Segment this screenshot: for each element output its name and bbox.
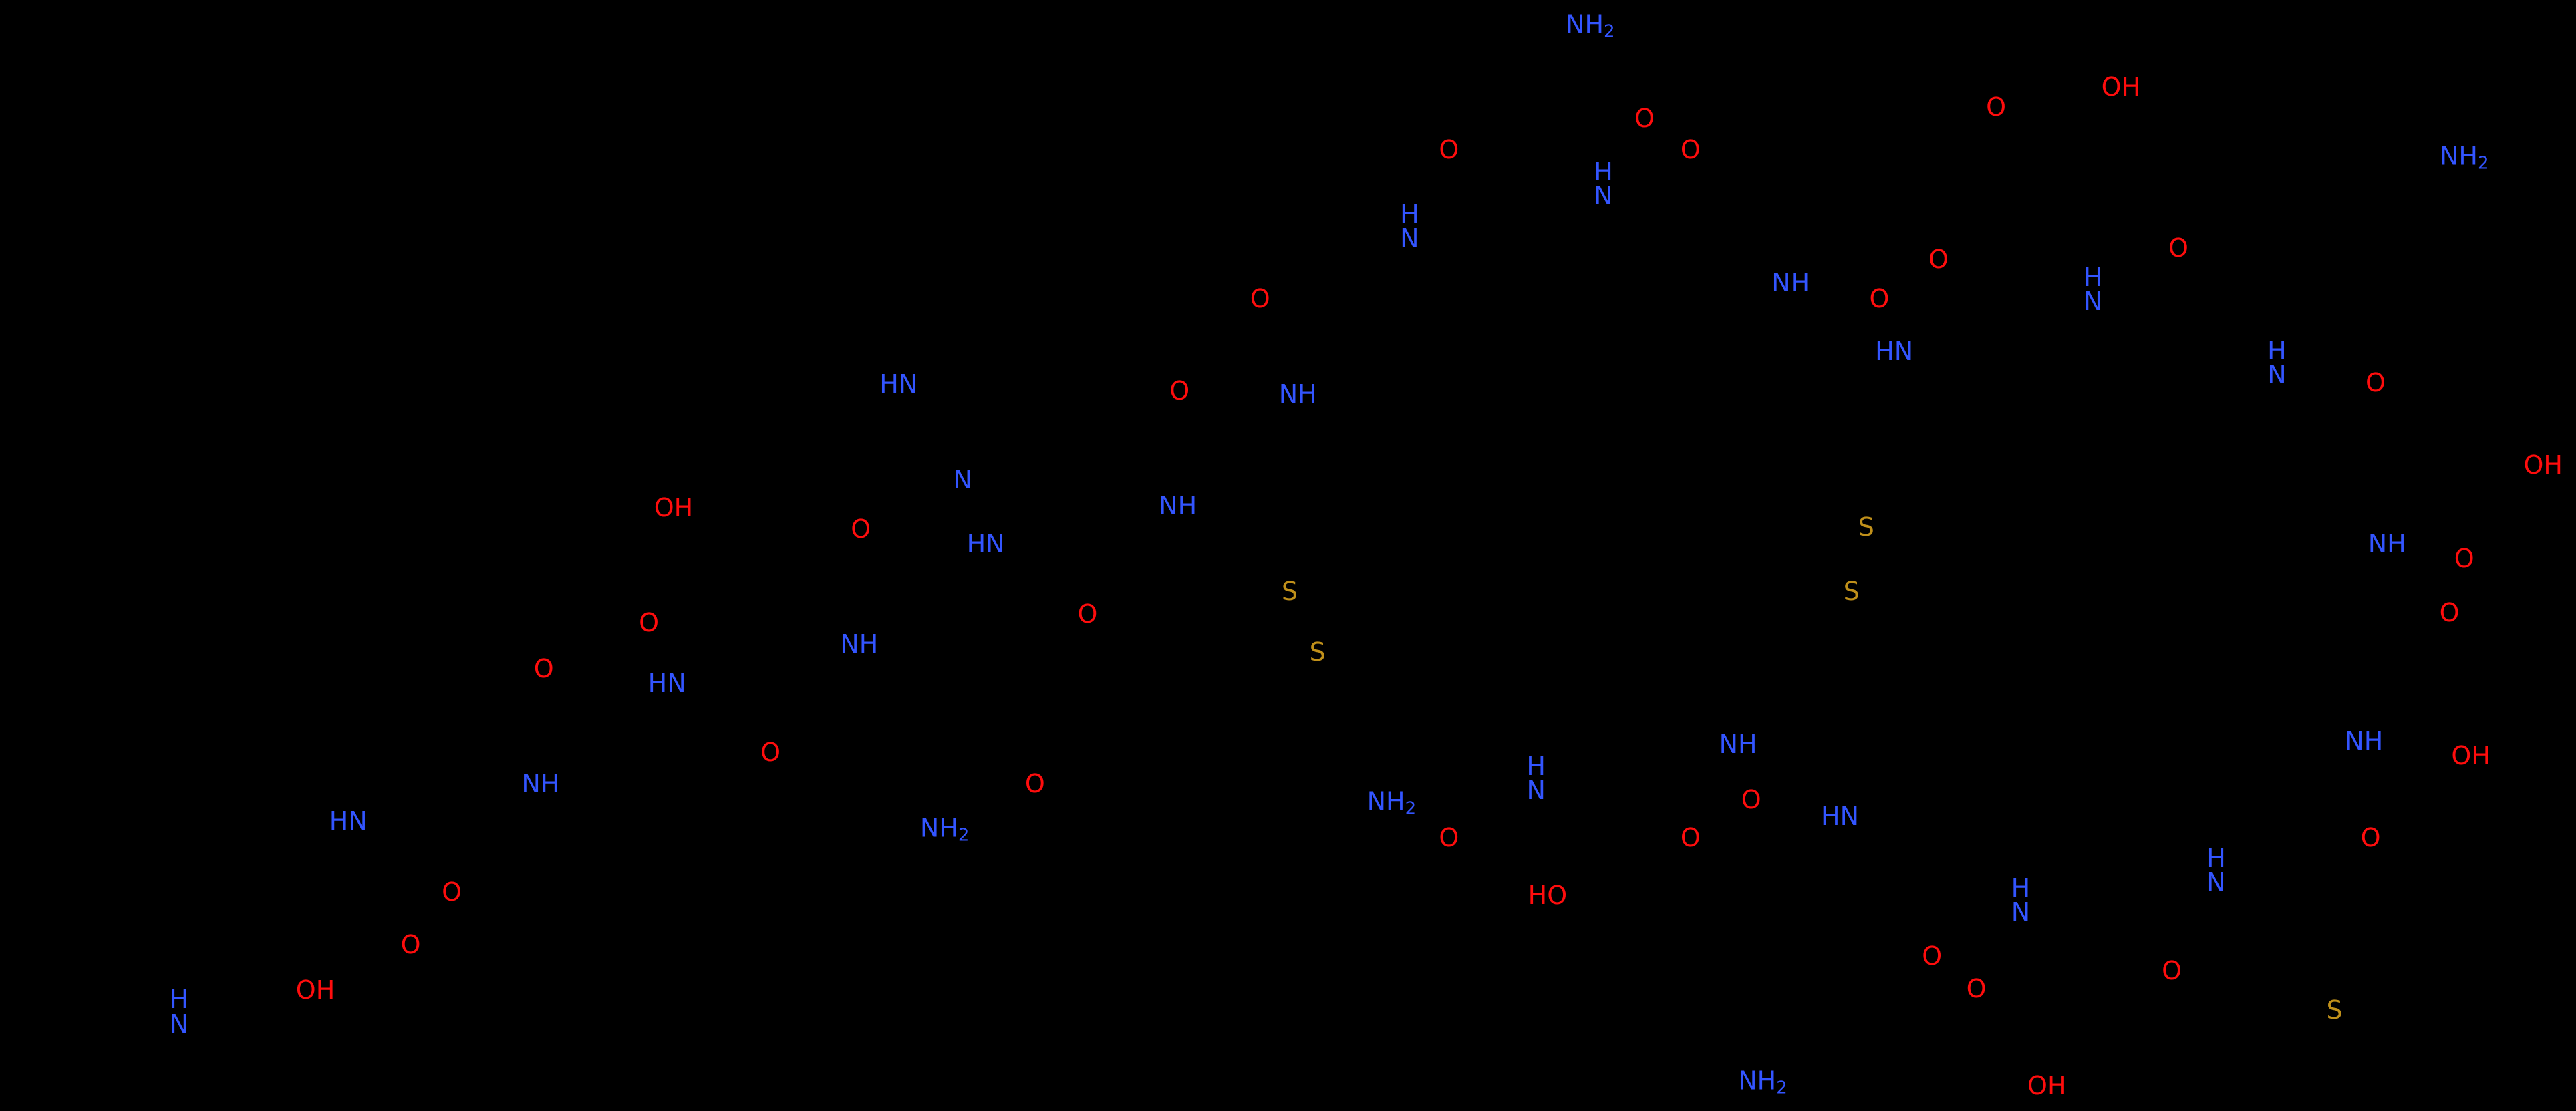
oxygen-label: OH bbox=[2101, 72, 2141, 102]
oxygen-label: O bbox=[533, 653, 554, 683]
oxygen-label: OH bbox=[654, 492, 694, 522]
nitrogen-label: HN bbox=[648, 668, 686, 698]
oxygen-label: O bbox=[2366, 367, 2386, 398]
oxygen-label: O bbox=[1928, 245, 1949, 275]
sulfur-label: S bbox=[1281, 577, 1298, 607]
oxygen-label: O bbox=[1169, 376, 1190, 406]
sulfur-label: S bbox=[1309, 637, 1326, 667]
oxygen-label: O bbox=[1024, 768, 1045, 798]
sulfur-label: S bbox=[1858, 512, 1874, 542]
nitrogen-label: NH bbox=[1719, 729, 1757, 759]
nitrogen-label: NH bbox=[521, 768, 560, 798]
oxygen-label: O bbox=[1250, 284, 1270, 314]
oxygen-label: O bbox=[1741, 785, 1761, 815]
oxygen-label: O bbox=[1077, 599, 1098, 629]
nitrogen-label: NH2 bbox=[919, 813, 970, 846]
nitrogen-label: HN bbox=[966, 528, 1005, 559]
oxygen-label: O bbox=[1439, 822, 1459, 852]
nitrogen-label: HN bbox=[1821, 801, 1860, 831]
oxygen-label: O bbox=[851, 514, 871, 544]
oxygen-label: O bbox=[2360, 822, 2381, 852]
oxygen-label: O bbox=[639, 607, 660, 637]
oxygen-label: OH bbox=[295, 975, 335, 1005]
oxygen-label: O bbox=[1869, 284, 1890, 314]
nitrogen-label: N bbox=[953, 464, 972, 494]
oxygen-label: O bbox=[2162, 955, 2182, 985]
nitrogen-label: HN bbox=[1875, 337, 1914, 367]
nitrogen-label: NH bbox=[2368, 528, 2406, 559]
oxygen-label: O bbox=[1680, 134, 1701, 164]
oxygen-label: HO bbox=[1528, 880, 1568, 910]
nitrogen-label: HN bbox=[879, 369, 918, 400]
oxygen-label: O bbox=[2454, 543, 2474, 573]
oxygen-label: O bbox=[442, 877, 462, 907]
nitrogen-label: HN bbox=[329, 806, 368, 836]
oxygen-label: O bbox=[1966, 974, 1987, 1004]
oxygen-label: O bbox=[2168, 233, 2188, 263]
oxygen-label: O bbox=[1922, 941, 1943, 971]
oxygen-label: OH bbox=[2523, 450, 2563, 480]
oxygen-label: O bbox=[1634, 104, 1655, 133]
oxygen-label: O bbox=[1986, 92, 2007, 122]
nitrogen-label: NH bbox=[1278, 379, 1317, 410]
oxygen-label: O bbox=[1680, 822, 1701, 852]
oxygen-label: O bbox=[760, 737, 780, 767]
sulfur-label: S bbox=[2326, 995, 2343, 1025]
nitrogen-label: NH2 bbox=[2439, 141, 2489, 174]
oxygen-label: O bbox=[1439, 134, 1459, 164]
sulfur-label: S bbox=[1843, 577, 1860, 607]
nitrogen-label: NH2 bbox=[1367, 786, 1417, 819]
nitrogen-label: NH2 bbox=[1566, 9, 1615, 42]
nitrogen-label: NH2 bbox=[1738, 1066, 1787, 1098]
oxygen-label: OH bbox=[2027, 1071, 2067, 1101]
oxygen-label: O bbox=[400, 929, 421, 959]
nitrogen-label: NH bbox=[840, 629, 879, 659]
oxygen-label: O bbox=[2439, 598, 2460, 628]
nitrogen-label: NH bbox=[1771, 267, 1810, 297]
oxygen-label: OH bbox=[2451, 740, 2490, 770]
nitrogen-label: NH bbox=[1159, 491, 1197, 521]
nitrogen-label: NH bbox=[2345, 726, 2384, 756]
